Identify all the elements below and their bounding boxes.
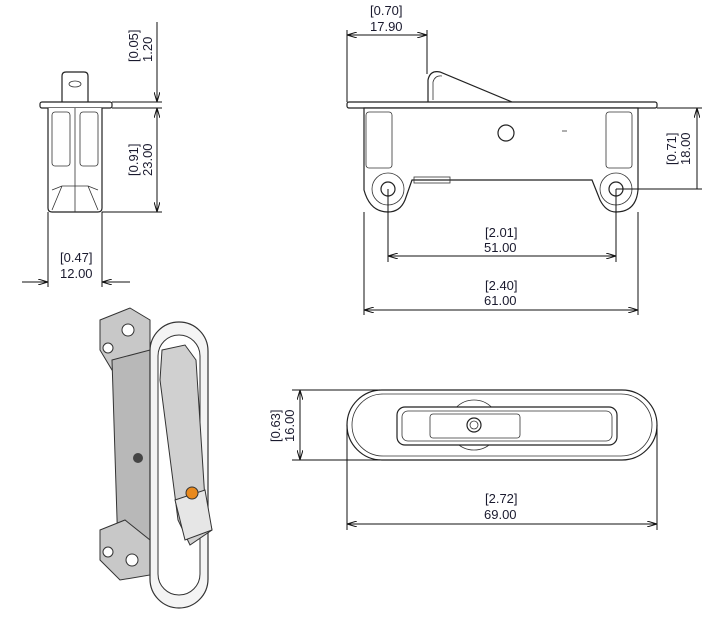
plate-height-inch-label: [0.63] <box>268 409 283 442</box>
plate-width-mm-label: 69.00 <box>484 507 517 522</box>
body-width-mm-label: 61.00 <box>484 293 517 308</box>
hinge-height-mm-label: 18.00 <box>678 132 693 165</box>
side-height-mm-label: 23.00 <box>140 143 155 176</box>
flange-mm-label: 1.20 <box>140 37 155 62</box>
hole-spacing-mm-label: 51.00 <box>484 240 517 255</box>
plate-width-inch-label: [2.72] <box>485 491 518 506</box>
side-view <box>39 71 113 213</box>
top-view <box>346 389 658 461</box>
orange-pin-icon <box>185 486 199 500</box>
front-dimensions: [0.70] 17.90 [0.71] 18.00 [2.01] 51.00 [… <box>346 3 702 315</box>
top-dimensions: [0.63] 16.00 [2.72] 69.00 <box>268 389 658 530</box>
hinge-height-inch-label: [0.71] <box>664 132 679 165</box>
flange-inch-label: [0.05] <box>126 29 141 62</box>
lever-offset-inch-label: [0.70] <box>370 3 403 18</box>
side-height-inch-label: [0.91] <box>126 143 141 176</box>
body-width-inch-label: [2.40] <box>485 278 518 293</box>
isometric-view <box>99 307 213 609</box>
side-width-mm-label: 12.00 <box>60 266 93 281</box>
lever-offset-mm-label: 17.90 <box>370 19 403 34</box>
side-width-inch-label: [0.47] <box>60 250 93 265</box>
hole-spacing-inch-label: [2.01] <box>485 225 518 240</box>
side-dimensions: [0.05] 1.20 [0.91] 23.00 [0.47] 12.00 <box>22 22 162 287</box>
plate-height-mm-label: 16.00 <box>282 409 297 442</box>
front-view <box>346 71 658 213</box>
